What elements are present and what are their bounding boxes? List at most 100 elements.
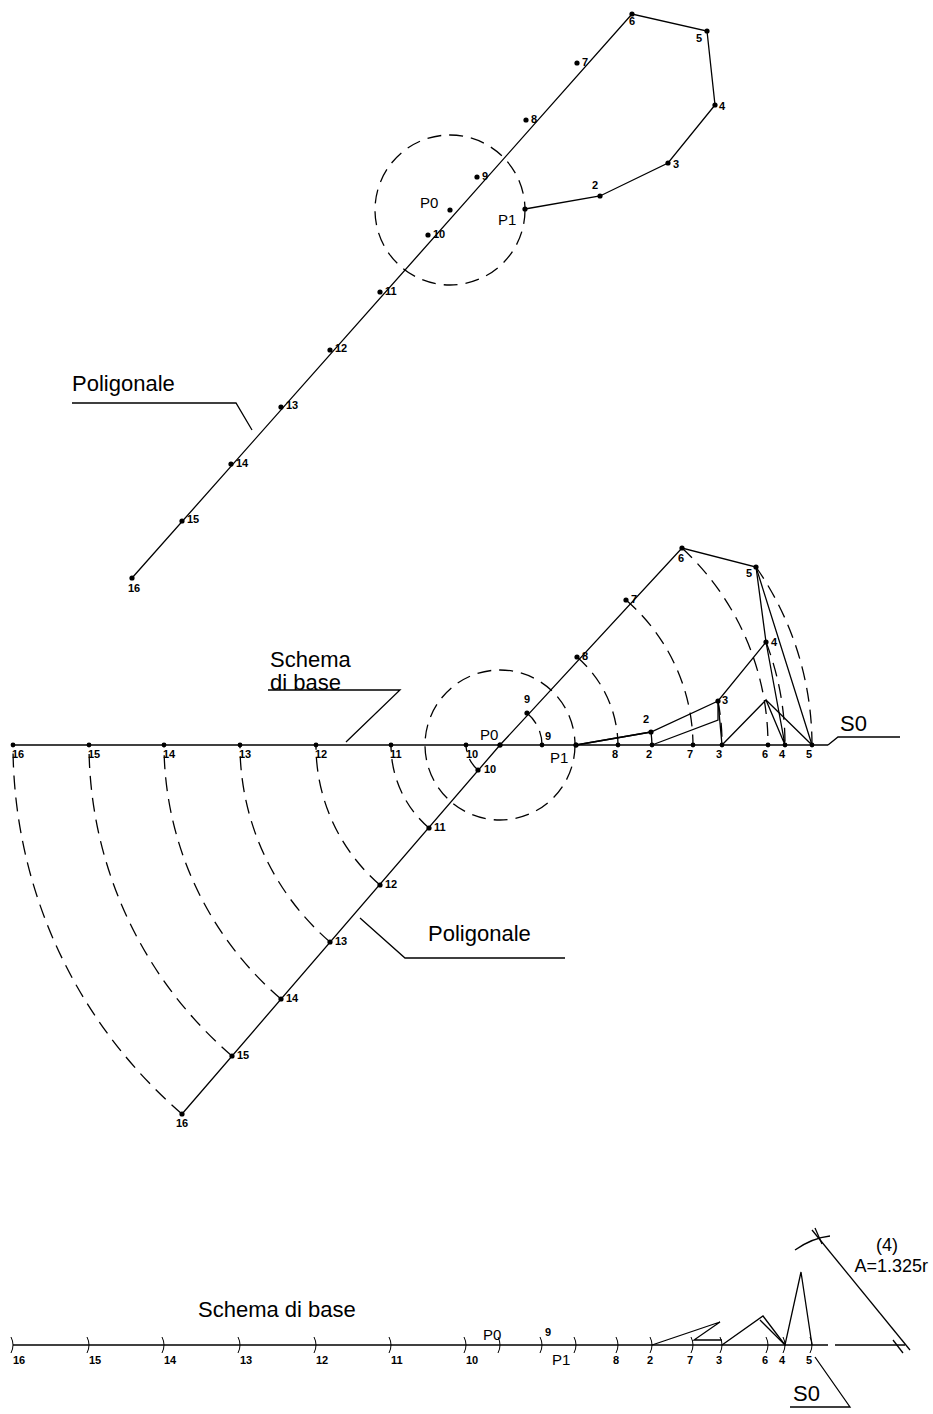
construction-line: [722, 642, 785, 745]
construction-line: [718, 701, 722, 745]
point-number: 12: [335, 343, 347, 355]
label: S0: [840, 712, 867, 735]
point-dot: [278, 404, 283, 409]
point-number: 5: [806, 749, 812, 761]
point-number: 6: [629, 16, 635, 28]
point-dot: [783, 743, 788, 748]
point-number: 12: [316, 1355, 328, 1367]
point-dot: [475, 767, 480, 772]
point-dot: [464, 743, 469, 748]
dashed-arc: [577, 657, 618, 745]
point-number: 9: [545, 1327, 551, 1339]
point-number: 4: [779, 1355, 785, 1367]
point-dot: [704, 28, 709, 33]
point-dot: [162, 743, 167, 748]
tick-arc: [389, 1337, 391, 1353]
point-number: 11: [385, 286, 397, 298]
point-dot: [574, 60, 579, 65]
point-dot: [314, 743, 319, 748]
dashed-arc: [316, 745, 380, 885]
polygon-line: [132, 14, 715, 578]
tick-arc: [616, 1337, 618, 1353]
dashed-arc: [527, 713, 542, 745]
point-number: 8: [613, 1355, 619, 1367]
point-number: 9: [545, 731, 551, 743]
point-number: 6: [762, 749, 768, 761]
point-dot: [524, 710, 529, 715]
point-number: 5: [746, 568, 752, 580]
point-number: 15: [237, 1050, 249, 1062]
label: P0: [420, 195, 438, 211]
point-number: 2: [647, 1355, 653, 1367]
point-dot: [766, 743, 771, 748]
point-dot: [426, 825, 431, 830]
point-dot: [753, 564, 758, 569]
point-dot: [278, 996, 283, 1001]
tick-arc: [314, 1337, 316, 1353]
dashed-arc: [466, 745, 478, 770]
point-number: 4: [779, 749, 785, 761]
point-number: 14: [286, 993, 298, 1005]
label: Schema di base: [270, 648, 370, 694]
label: Schema di base: [198, 1298, 356, 1321]
dashed-arc: [164, 745, 281, 999]
point-number: 8: [582, 651, 588, 663]
dashed-arc: [718, 701, 722, 745]
point-number: 6: [762, 1355, 768, 1367]
point-number: 14: [236, 458, 248, 470]
point-number: 8: [531, 114, 537, 126]
point-dot: [712, 102, 717, 107]
point-number: 13: [335, 936, 347, 948]
point-number: 15: [88, 749, 100, 761]
point-dot: [523, 117, 528, 122]
leader-line: [790, 1357, 850, 1407]
point-number: 8: [612, 749, 618, 761]
point-number: 3: [716, 1355, 722, 1367]
tick-arc: [162, 1337, 164, 1353]
point-dot: [129, 575, 134, 580]
tick-arc: [540, 1337, 542, 1353]
label: P1: [552, 1352, 570, 1368]
tick-arc: [87, 1337, 89, 1353]
point-number: 13: [240, 1355, 252, 1367]
point-dot: [574, 743, 579, 748]
point-number: 16: [12, 749, 24, 761]
construction-line: [760, 1272, 812, 1345]
point-number: 9: [482, 171, 488, 183]
point-number: 10: [484, 764, 496, 776]
dashed-arc: [626, 600, 693, 745]
leader-line: [828, 737, 900, 745]
tick-arc: [238, 1337, 240, 1353]
point-number: 10: [466, 1355, 478, 1367]
point-number: 7: [582, 57, 588, 69]
label: P1: [498, 212, 516, 228]
point-dot: [327, 347, 332, 352]
point-number: 16: [176, 1118, 188, 1130]
point-dot: [497, 742, 502, 747]
point-dot: [425, 232, 430, 237]
point-number: 5: [806, 1355, 812, 1367]
point-number: 4: [771, 637, 777, 649]
construction-line: [652, 1322, 722, 1345]
point-number: 14: [163, 749, 175, 761]
tick-arc: [810, 1337, 812, 1353]
tick-arc: [11, 1337, 13, 1353]
dashed-arc: [756, 567, 812, 745]
label: (4): [876, 1236, 898, 1255]
leader-line: [360, 918, 565, 958]
dimension-line: [812, 1230, 910, 1350]
label: P1: [550, 750, 568, 766]
dashed-arc: [89, 745, 232, 1056]
construction-arc: [795, 1236, 830, 1250]
tick-arc: [783, 1337, 785, 1353]
point-dot: [229, 1053, 234, 1058]
point-number: 9: [524, 694, 530, 706]
point-number: 10: [433, 229, 445, 241]
dashed-circle: [425, 670, 575, 820]
point-number: 11: [391, 1355, 403, 1367]
point-number: 10: [466, 749, 478, 761]
point-dot: [679, 545, 684, 550]
leader-line: [268, 690, 400, 742]
point-number: 15: [89, 1355, 101, 1367]
